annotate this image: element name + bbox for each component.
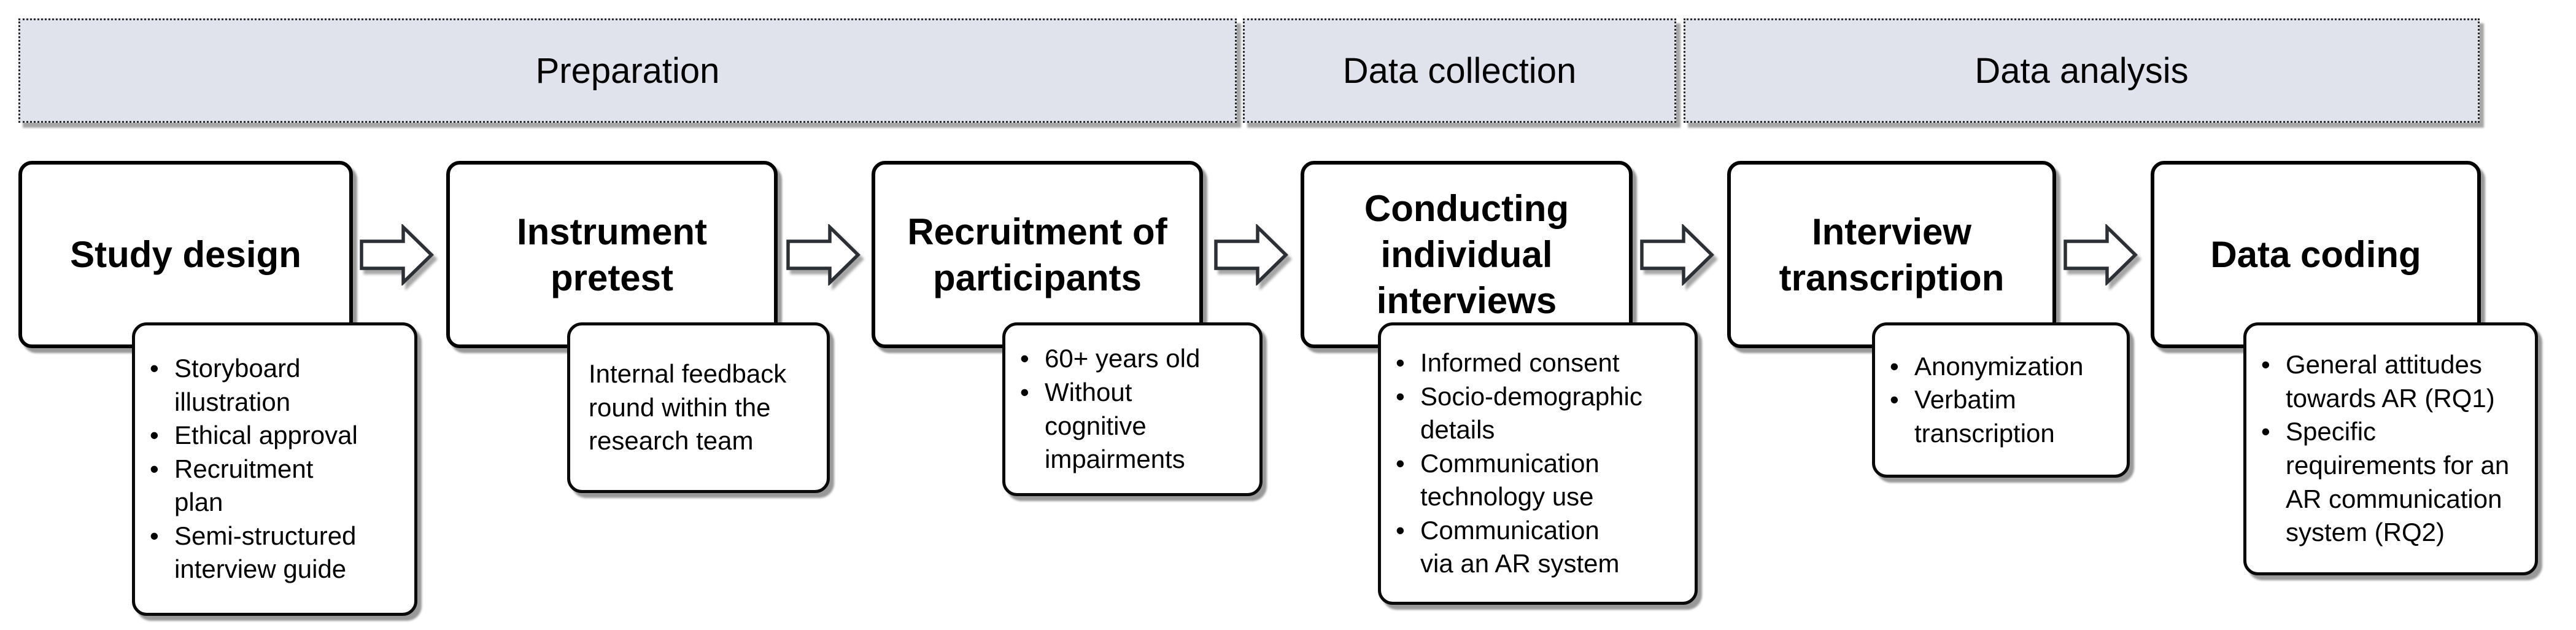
detail-text: Internal feedback round within the resea… [589, 359, 787, 456]
detail-list: General attitudes towards AR (RQ1) Speci… [2246, 348, 2516, 550]
detail-box-data-coding: General attitudes towards AR (RQ1) Speci… [2243, 322, 2538, 575]
flow-arrow-icon [1213, 224, 1288, 286]
step-title: Data coding [2210, 234, 2421, 275]
flow-arrow-icon [786, 224, 861, 286]
step-box-study-design: Study design [18, 161, 353, 348]
bullet-item: Informed consent [1381, 346, 1642, 380]
bullet-item: Socio-demographic details [1381, 380, 1642, 447]
bullet-item: Verbatim transcription [1875, 383, 2083, 450]
step-box-instrument-pretest: Instrument pretest [446, 161, 778, 348]
step-box-conducting-individual-interviews: Conducting individual interviews [1301, 161, 1633, 348]
bullet-item: General attitudes towards AR (RQ1) [2246, 348, 2509, 415]
bullet-item: Recruitment plan [135, 453, 358, 519]
detail-box-recruitment-of-participants: 60+ years old Without cognitive impairme… [1002, 322, 1263, 496]
bullet-item: Anonymization [1875, 350, 2083, 384]
detail-list: 60+ years old Without cognitive impairme… [1005, 342, 1207, 476]
bullet-item: Specific requirements for an AR communic… [2246, 415, 2509, 549]
bullet-item: Semi-structured interview guide [135, 519, 358, 586]
detail-box-instrument-pretest: Internal feedback round within the resea… [567, 322, 830, 493]
bullet-item: Communication technology use [1381, 447, 1642, 514]
detail-box-interview-transcription: Anonymization Verbatim transcription [1872, 322, 2130, 478]
bullet-item: Ethical approval [135, 419, 358, 453]
flow-arrow-icon [2063, 224, 2138, 286]
step-box-interview-transcription: Interview transcription [1727, 161, 2056, 348]
step-title: Interview transcription [1779, 211, 2005, 298]
phase-header-preparation: Preparation [18, 18, 1237, 123]
bullet-item: 60+ years old [1005, 342, 1200, 376]
step-box-data-coding: Data coding [2151, 161, 2481, 348]
step-title: Study design [70, 234, 301, 275]
step-title: Recruitment of participants [907, 211, 1167, 298]
detail-list: Storyboard illustration Ethical approval… [135, 352, 365, 586]
phase-header-data-collection: Data collection [1243, 18, 1676, 123]
step-title: Conducting individual interviews [1364, 188, 1569, 321]
detail-box-study-design: Storyboard illustration Ethical approval… [132, 322, 417, 616]
step-box-recruitment-of-participants: Recruitment of participants [872, 161, 1203, 348]
bullet-item: Without cognitive impairments [1005, 376, 1200, 476]
flow-arrow-icon [1639, 224, 1714, 286]
detail-list: Anonymization Verbatim transcription [1875, 350, 2091, 451]
phase-header-data-analysis: Data analysis [1684, 18, 2480, 123]
detail-list: Informed consent Socio-demographic detai… [1381, 346, 1650, 581]
phase-header-label: Data collection [1342, 50, 1577, 91]
step-title: Instrument pretest [516, 211, 708, 298]
phase-header-label: Data analysis [1975, 50, 2189, 91]
detail-box-conducting-individual-interviews: Informed consent Socio-demographic detai… [1378, 322, 1698, 605]
bullet-item: Storyboard illustration [135, 352, 358, 419]
bullet-item: Communication via an AR system [1381, 514, 1642, 581]
flow-arrow-icon [359, 224, 434, 286]
phase-header-label: Preparation [535, 50, 720, 91]
